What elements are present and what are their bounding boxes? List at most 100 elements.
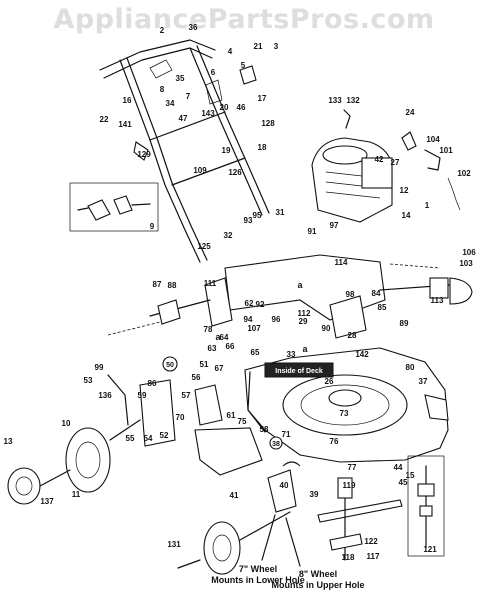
- svg-text:50: 50: [166, 362, 174, 369]
- callout-14: 14: [402, 211, 411, 220]
- callout-76: 76: [330, 437, 339, 446]
- callout-2: 2: [160, 26, 165, 35]
- callout-4: 4: [228, 47, 233, 56]
- callout-71: 71: [282, 430, 291, 439]
- discharge-flap: [194, 427, 263, 476]
- callout-9: 9: [150, 222, 155, 231]
- callout-87: 87: [153, 280, 162, 289]
- callout-64: 64: [220, 333, 229, 342]
- callout-53: 53: [84, 376, 93, 385]
- callout-10: 10: [62, 419, 71, 428]
- note-7in-wheel: 7" Wheel: [239, 564, 277, 574]
- callout-42: 42: [375, 155, 384, 164]
- callout-121: 121: [423, 545, 437, 554]
- callout-125: 125: [197, 242, 211, 251]
- callout-63: 63: [208, 344, 217, 353]
- inset-box-121: [407, 455, 445, 557]
- callout-62: 62: [245, 299, 254, 308]
- callout-89: 89: [400, 319, 409, 328]
- callout-103: 103: [459, 259, 473, 268]
- note-upper-hole: Mounts in Upper Hole: [272, 580, 365, 590]
- callout-59: 59: [138, 391, 147, 400]
- callout-13: 13: [4, 437, 13, 446]
- callout-85: 85: [378, 303, 387, 312]
- callout-95: 95: [253, 211, 262, 220]
- callout-57: 57: [182, 391, 191, 400]
- callout-46: 46: [237, 103, 246, 112]
- callout-88: 88: [168, 281, 177, 290]
- callout-15: 15: [406, 471, 415, 480]
- callout-131: 131: [167, 540, 181, 549]
- callout-51: 51: [200, 360, 209, 369]
- callout-45: 45: [399, 478, 408, 487]
- callout-117: 117: [367, 552, 380, 561]
- inset-box-9: [69, 182, 159, 232]
- callout-21: 21: [254, 42, 263, 51]
- callout-37: 37: [419, 377, 428, 386]
- handle-assembly: [99, 39, 270, 263]
- callout-18: 18: [258, 143, 267, 152]
- callout-133: 133: [328, 96, 342, 105]
- svg-text:38: 38: [272, 441, 280, 448]
- callout-19: 19: [222, 146, 231, 155]
- note-8in-wheel: 8" Wheel: [299, 569, 337, 579]
- callout-65: 65: [251, 348, 260, 357]
- circled-markers: 50 38 a a: [162, 280, 303, 450]
- callout-24: 24: [406, 108, 415, 117]
- callout-78: 78: [204, 325, 213, 334]
- engine: [311, 109, 461, 223]
- axle-assembly: [107, 254, 473, 339]
- callout-137: 137: [40, 497, 54, 506]
- callout-75: 75: [238, 417, 247, 426]
- callout-141: 141: [118, 120, 132, 129]
- watermark: AppliancePartsPros.com: [53, 4, 435, 35]
- blade-assembly: [317, 477, 403, 561]
- callout-5: 5: [241, 61, 246, 70]
- callout-34: 34: [166, 99, 175, 108]
- callout-111: 111: [204, 279, 217, 288]
- callout-66: 66: [226, 342, 235, 351]
- callout-a-deck: a: [302, 344, 308, 354]
- callout-7: 7: [186, 92, 191, 101]
- callout-6: 6: [211, 68, 216, 77]
- callout-55: 55: [126, 434, 135, 443]
- deck-label: Inside of Deck: [275, 368, 323, 375]
- callout-98: 98: [346, 290, 355, 299]
- rear-wheel-assembly: [177, 461, 301, 575]
- callout-101: 101: [439, 146, 453, 155]
- callout-94: 94: [244, 315, 253, 324]
- callout-106: 106: [462, 248, 476, 257]
- callout-107: 107: [247, 324, 261, 333]
- callout-1: 1: [425, 201, 430, 210]
- callout-39: 39: [310, 490, 319, 499]
- callout-77: 77: [348, 463, 357, 472]
- callout-114: 114: [335, 258, 348, 267]
- callout-40: 40: [280, 481, 289, 490]
- callout-31: 31: [276, 208, 285, 217]
- callout-128: 128: [261, 119, 275, 128]
- callout-41: 41: [230, 491, 239, 500]
- callout-86: 86: [148, 379, 157, 388]
- svg-text:a: a: [297, 280, 303, 290]
- callout-112: 112: [298, 309, 311, 318]
- callout-104: 104: [426, 135, 440, 144]
- callout-61: 61: [227, 411, 236, 420]
- callout-20: 20: [220, 103, 229, 112]
- callout-8: 8: [160, 85, 165, 94]
- callout-12: 12: [400, 186, 409, 195]
- callout-28: 28: [348, 331, 357, 340]
- callout-99: 99: [95, 363, 104, 372]
- deck-label-box: [264, 362, 334, 378]
- callout-35: 35: [176, 74, 185, 83]
- callout-119: 119: [343, 481, 356, 490]
- svg-text:a: a: [215, 332, 221, 342]
- callout-3: 3: [274, 42, 279, 51]
- callout-93: 93: [244, 216, 253, 225]
- callout-32: 32: [224, 231, 233, 240]
- callout-44: 44: [394, 463, 403, 472]
- callout-118: 118: [342, 553, 355, 562]
- callout-113: 113: [431, 296, 444, 305]
- callout-102: 102: [457, 169, 471, 178]
- callout-142: 142: [355, 350, 369, 359]
